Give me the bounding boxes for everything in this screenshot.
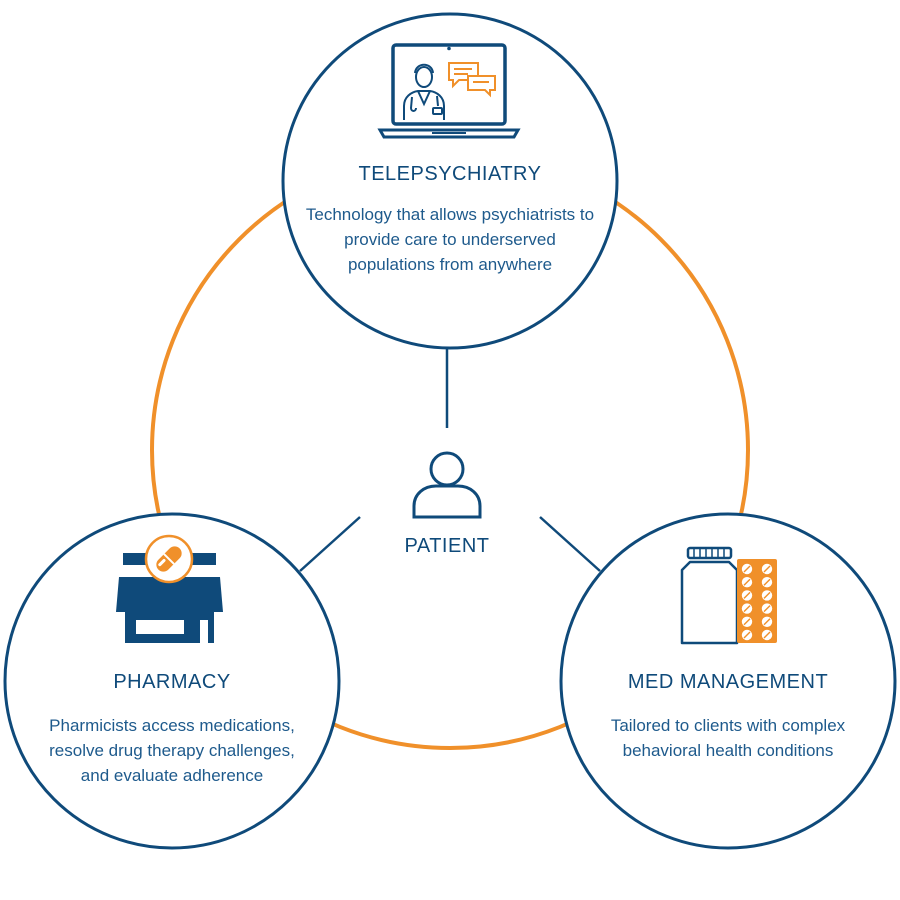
patient-label: PATIENT (404, 535, 490, 557)
blister-pill-score (743, 565, 751, 573)
pill-bottle-blister-pack-icon (680, 546, 777, 645)
pharmacy-title: PHARMACY (113, 671, 231, 693)
node-circle-telepsychiatry (281, 12, 619, 350)
pharmacy-description: Pharmicists access medications, resolve … (49, 716, 295, 785)
blister-pill-score (763, 578, 771, 586)
blister-pill-score (763, 565, 771, 573)
med-management-description: Tailored to clients with complex behavio… (610, 716, 846, 760)
node-circle-pharmacy (3, 512, 341, 850)
telepsychiatry-title: TELEPSYCHIATRY (358, 163, 542, 185)
user-icon (412, 451, 482, 519)
blister-pill-score (763, 605, 771, 613)
blister-pill-score (763, 631, 771, 639)
blister-pill-score (743, 605, 751, 613)
spoke-med-management (539, 516, 601, 572)
blister-pill-score (743, 631, 751, 639)
blister-pill-score (763, 618, 771, 626)
blister-pill-score (743, 578, 751, 586)
telepsychiatry-description: Technology that allows psychiatrists to … (305, 205, 595, 274)
node-circle-med-management (559, 512, 897, 850)
blister-pill-score (763, 591, 771, 599)
laptop-doctor-chat-icon (377, 43, 521, 139)
med-management-title: MED MANAGEMENT (627, 671, 829, 693)
blister-pill-score (743, 618, 751, 626)
spoke-pharmacy (299, 516, 361, 572)
storefront-pill-icon (116, 534, 223, 643)
blister-pill-score (743, 591, 751, 599)
